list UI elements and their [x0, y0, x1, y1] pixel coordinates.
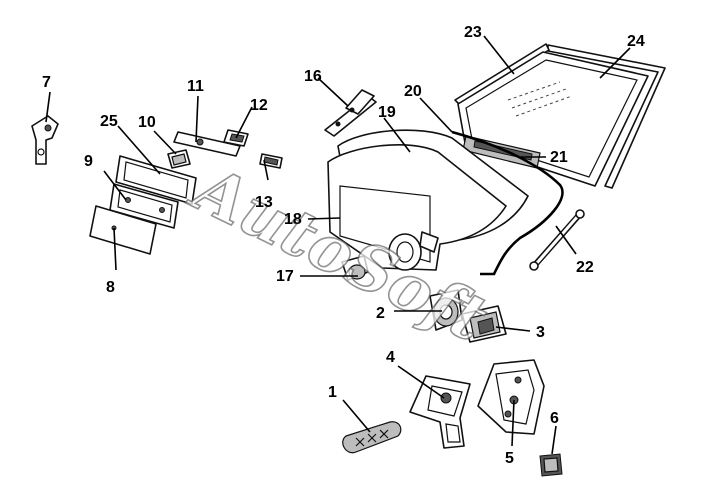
part-25-plate-lamp — [115, 155, 197, 205]
callout-23: 23 — [464, 24, 482, 41]
callout-16: 16 — [304, 68, 322, 85]
part-6-cap — [539, 453, 563, 477]
callout-5: 5 — [505, 450, 514, 467]
part-3-latch — [461, 305, 507, 343]
callout-17: 17 — [276, 268, 294, 285]
part-5-hinge-bracket — [477, 359, 545, 435]
callout-8: 8 — [106, 279, 115, 296]
callout-18: 18 — [284, 211, 302, 228]
callout-25: 25 — [100, 113, 118, 130]
callout-9: 9 — [84, 153, 93, 170]
part-17-lock-cylinder — [341, 255, 369, 281]
part-20-trunk-seal — [451, 130, 564, 276]
part-18-trunk-lid-inner — [327, 143, 507, 271]
leader-lines — [45, 35, 631, 455]
callout-11: 11 — [187, 78, 204, 95]
part-10-switch — [167, 149, 191, 169]
callout-22: 22 — [576, 259, 594, 276]
callout-6: 6 — [550, 410, 559, 427]
part-24-windshield-seal — [454, 43, 666, 189]
callout-7: 7 — [42, 74, 51, 91]
callout-10: 10 — [138, 114, 156, 131]
part-2-latch — [429, 289, 463, 331]
callout-3: 3 — [536, 324, 545, 341]
callout-24: 24 — [627, 33, 645, 50]
callout-1: 1 — [328, 384, 337, 401]
callout-21: 21 — [550, 149, 568, 166]
part-16-bracket — [324, 89, 377, 137]
callout-20: 20 — [404, 83, 422, 100]
part-11-trim-strip — [173, 131, 241, 157]
callout-12: 12 — [250, 97, 268, 114]
callout-13: 13 — [255, 194, 273, 211]
part-8-plate-backing — [89, 205, 157, 255]
callout-2: 2 — [376, 305, 385, 322]
part-4-hinge-bracket — [409, 375, 471, 449]
part-13-clip — [259, 153, 283, 169]
part-22-gas-strut — [529, 209, 585, 271]
callout-19: 19 — [378, 104, 396, 121]
callout-labels: 7 25 10 11 12 9 13 8 16 19 20 23 24 21 2… — [42, 24, 645, 467]
part-1-grille-cover — [342, 421, 402, 454]
part-7-hinge-piece — [31, 115, 59, 165]
callout-4: 4 — [386, 349, 395, 366]
